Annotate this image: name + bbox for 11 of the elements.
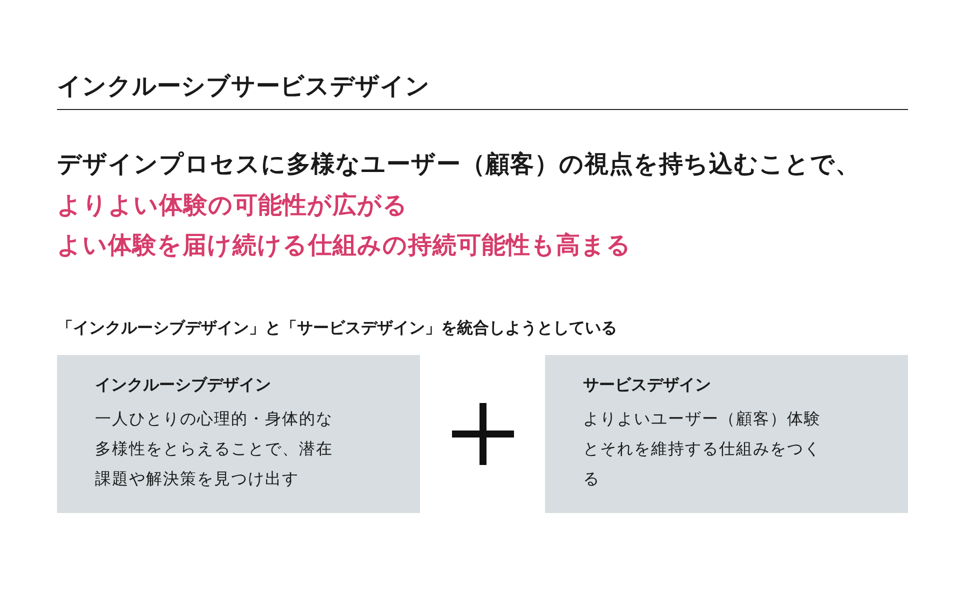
- box-heading: インクルーシブデザイン: [95, 375, 271, 396]
- headline-text: デザインプロセスに多様なユーザー（顧客）の視点を持ち込むことで、: [57, 149, 860, 180]
- lead-text: 「インクルーシブデザイン」と「サービスデザイン」を統合しようとしている: [57, 318, 617, 339]
- box-heading: サービスデザイン: [583, 375, 711, 396]
- title: インクルーシブサービスデザイン: [57, 71, 430, 102]
- box-body-text: 一人ひとりの心理的・身体的な多様性をとらえることで、潜在課題や解決策を見つけ出す: [95, 408, 334, 490]
- headline-text: よい体験を届け続ける仕組みの持続可能性も高まる: [57, 230, 632, 261]
- concept-box: [545, 355, 908, 513]
- concept-box: [57, 355, 420, 513]
- headline-text: よりよい体験の可能性が広がる: [57, 190, 408, 221]
- box-body-text: よりよいユーザー（顧客）体験とそれを維持する仕組みをつくる: [583, 408, 822, 490]
